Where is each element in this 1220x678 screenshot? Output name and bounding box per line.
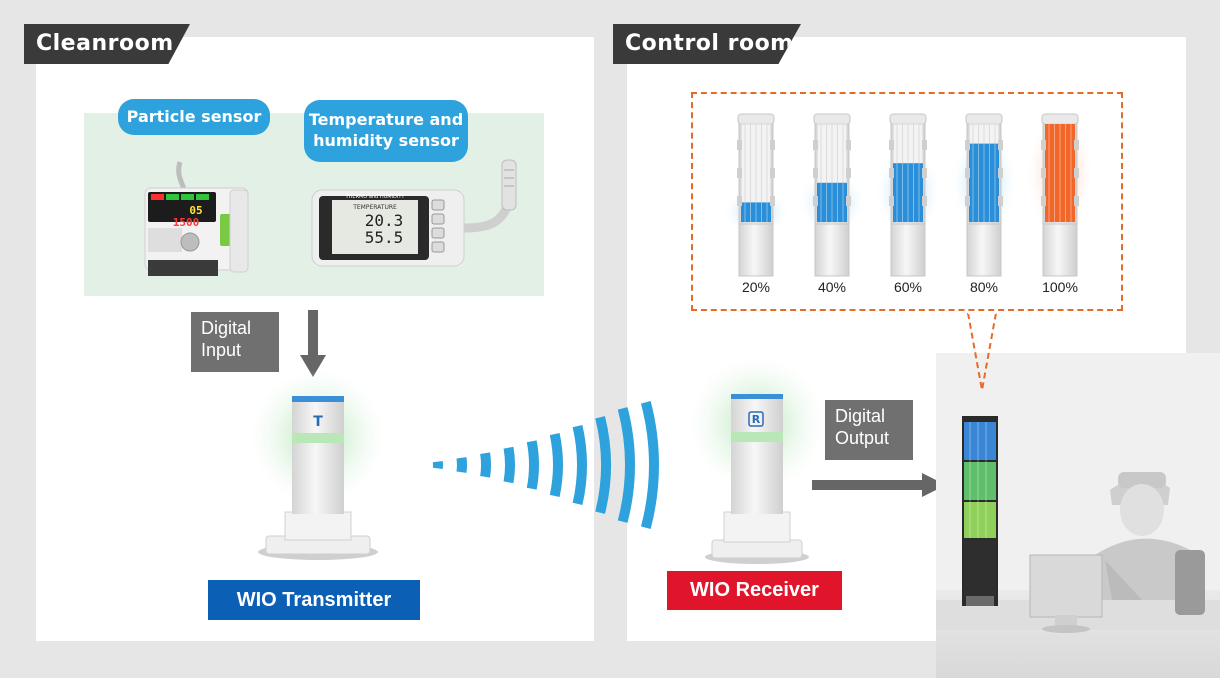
level-percent-label: 40% (817, 279, 847, 295)
level-percent-label: 100% (1042, 279, 1078, 295)
level-tower (1026, 110, 1094, 277)
temp-display-line1: 20.3 (365, 211, 404, 230)
level-fill (741, 202, 771, 222)
receiver-letter: R (752, 413, 761, 426)
particle-sensor: 05 1500 (144, 161, 249, 276)
wio-transmitter-device: T (250, 369, 386, 560)
operator-scene (936, 353, 1220, 678)
signal-arc (526, 440, 539, 490)
wireless-signal-icon (432, 401, 659, 529)
temp-brand-text: THERMO and HUMIDITY (345, 194, 406, 200)
level-percent-label: 20% (741, 279, 771, 295)
signal-arc (595, 416, 611, 514)
digital-input-arrow (300, 310, 326, 377)
level-towers (722, 110, 1094, 277)
control-room-title: Control room (613, 24, 801, 64)
signal-arc (503, 446, 515, 484)
digital-input-label: Digital Input (191, 312, 279, 372)
wio-receiver-device: R (689, 356, 825, 564)
temp-humidity-sensor-label: Temperature and humidity sensor (304, 100, 468, 162)
signal-arc (549, 433, 563, 497)
level-percent-label: 80% (969, 279, 999, 295)
signal-arc (640, 401, 659, 529)
transmitter-letter: T (313, 414, 323, 430)
signal-arc (572, 424, 587, 506)
level-fill (817, 182, 847, 222)
level-tower (874, 113, 942, 277)
signal-arc (480, 452, 492, 478)
digital-output-arrow (812, 473, 946, 497)
level-tower (798, 113, 866, 277)
temp-display-line2: 55.5 (365, 228, 404, 247)
temperature-humidity-sensor: THERMO and HUMIDITY TEMPERATURE 20.3 55.… (311, 159, 517, 267)
level-fill (969, 143, 999, 222)
level-percent-label: 60% (893, 279, 923, 295)
level-tower (950, 113, 1018, 277)
wio-transmitter-label: WIO Transmitter (208, 580, 420, 620)
cleanroom-title: Cleanroom (24, 24, 190, 64)
particle-sensor-label: Particle sensor (118, 99, 270, 135)
signal-arc (456, 457, 467, 473)
wio-receiver-label: WIO Receiver (667, 571, 842, 610)
level-tower (722, 113, 790, 277)
particle-display-top: 05 (189, 204, 202, 217)
level-fill (893, 163, 923, 222)
particle-display-bottom: 1500 (173, 216, 200, 229)
signal-arc (617, 407, 636, 523)
level-fill (1045, 124, 1075, 222)
level-callout-box (691, 92, 1123, 311)
callout-pointer (967, 310, 997, 391)
temp-display-header: TEMPERATURE (352, 204, 397, 211)
digital-output-label: Digital Output (825, 400, 913, 460)
